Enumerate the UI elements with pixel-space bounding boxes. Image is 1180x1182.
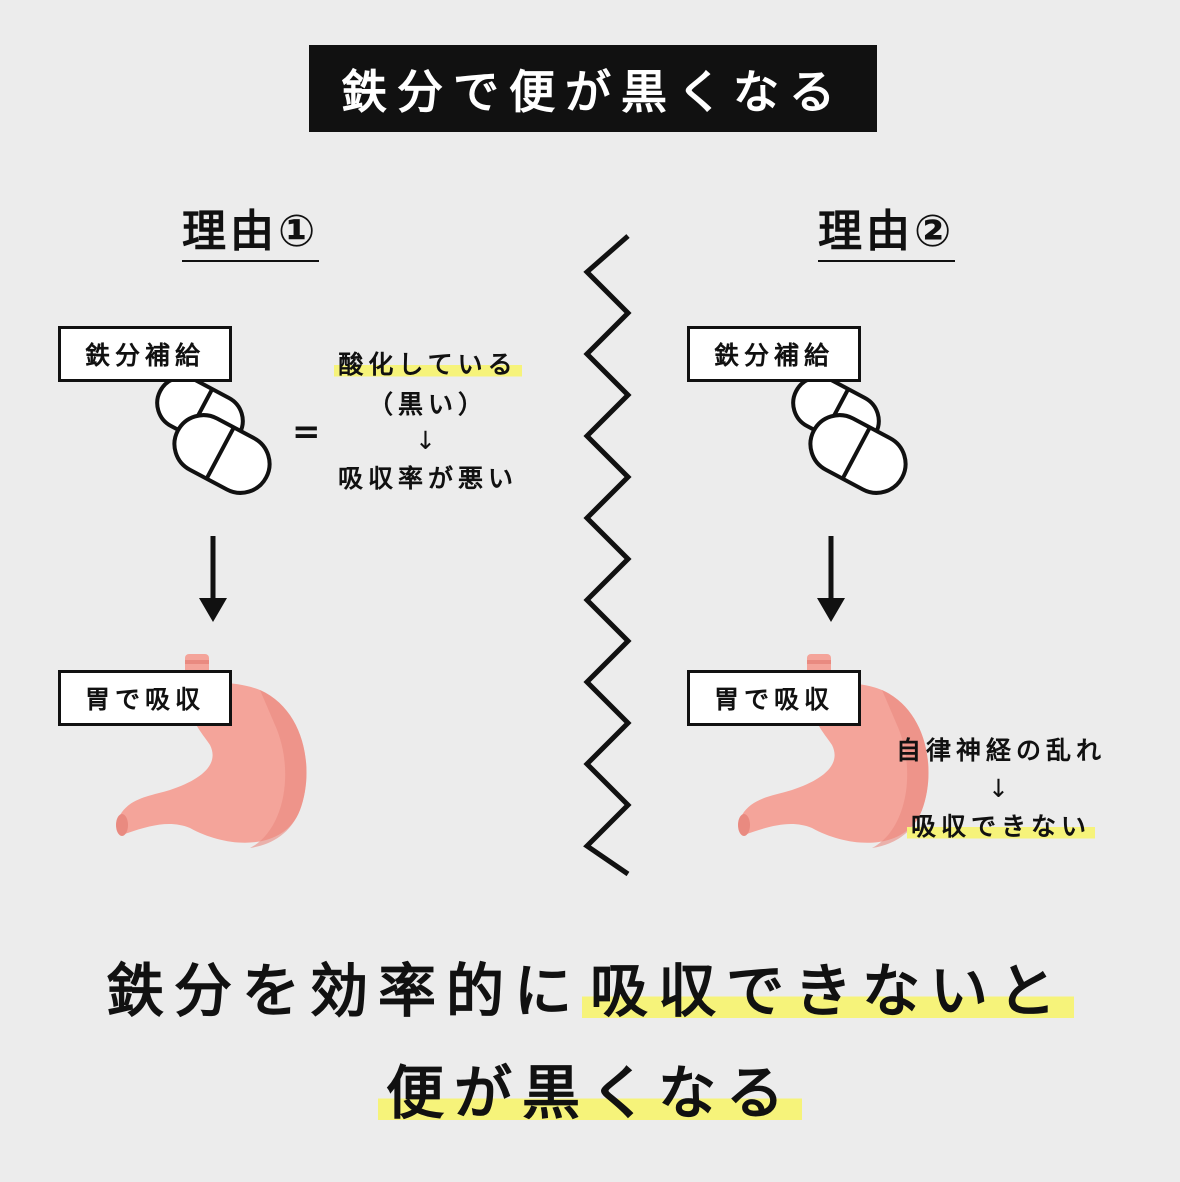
reason1-stomach-label: 胃で吸収 xyxy=(58,670,232,726)
capsule-icon xyxy=(155,375,272,495)
reason2-note: 自律神経の乱れ ↓ 吸収できない xyxy=(876,736,1126,842)
conclusion-line1-plain: 鉄分を効率的に xyxy=(105,957,582,1025)
note-cannot-absorb: 吸収できない xyxy=(906,812,1095,841)
conclusion-line1-highlight: 吸収できないと xyxy=(582,957,1075,1025)
note-autonomic: 自律神経の乱れ xyxy=(895,736,1106,765)
note-arrow: ↓ xyxy=(415,426,441,455)
conclusion-line1: 鉄分を効率的に吸収できないと xyxy=(0,956,1180,1026)
capsule-icon xyxy=(791,375,908,495)
equals-sign: = xyxy=(292,412,321,452)
down-arrow-icon xyxy=(199,536,227,622)
reason1-heading: 理由① xyxy=(182,206,320,262)
reason2-stomach-label: 胃で吸収 xyxy=(687,670,861,726)
note-black: （黒い） xyxy=(367,390,488,419)
page-title: 鉄分で便が黒くなる xyxy=(309,45,877,132)
note-poor-absorption: 吸収率が悪い xyxy=(337,464,518,493)
reason1-iron-label: 鉄分補給 xyxy=(58,326,232,382)
reason1-note: 酸化している （黒い） ↓ 吸収率が悪い xyxy=(318,350,538,494)
note-arrow: ↓ xyxy=(988,774,1014,803)
conclusion-line2-highlight: 便が黒くなる xyxy=(377,1059,802,1127)
reason2-iron-label: 鉄分補給 xyxy=(687,326,861,382)
note-oxidized: 酸化している xyxy=(334,350,522,379)
stomach-icon xyxy=(116,654,307,848)
conclusion-line2: 便が黒くなる xyxy=(0,1058,1180,1128)
reason2-heading: 理由② xyxy=(818,206,956,262)
down-arrow-icon xyxy=(817,536,845,622)
